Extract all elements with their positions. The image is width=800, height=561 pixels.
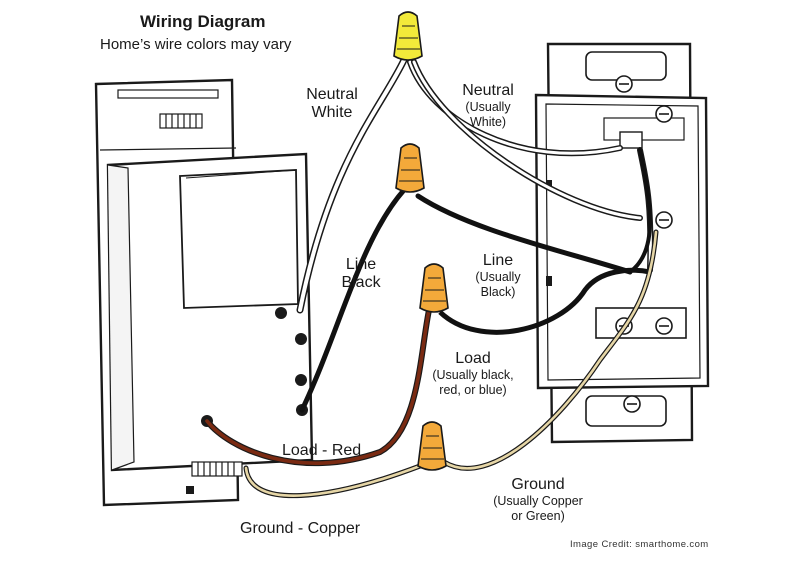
label-line-black: Line Black: [341, 256, 381, 292]
label-neutral-usually-white: Neutral (Usually White): [462, 82, 514, 129]
label-line-usually-black: Line (Usually Black): [475, 252, 521, 299]
smart-switch: [94, 78, 314, 507]
neutral-wire-nut: [393, 11, 423, 61]
load-red-wire: [204, 302, 433, 467]
ground-wire-nut: [417, 421, 447, 471]
label-load-red: Load - Red: [282, 442, 362, 459]
old-switch-box: [534, 42, 710, 444]
ground-wires: [243, 229, 659, 499]
label-load: Load (Usually black, red, or blue): [432, 350, 514, 397]
diagram-title: Wiring Diagram: [140, 12, 266, 31]
image-credit: Image Credit: smarthome.com: [570, 539, 709, 550]
label-ground-copper: Ground - Copper: [240, 520, 361, 537]
load-wire: [438, 267, 651, 335]
load-wire-nut: [419, 263, 449, 313]
diagram-subtitle: Home’s wire colors may vary: [100, 36, 292, 53]
line-wires: [299, 148, 652, 413]
line-wire-nut: [395, 143, 425, 193]
label-ground-usually-copper: Ground (Usually Copper or Green): [493, 476, 583, 523]
label-neutral-white: Neutral White: [306, 86, 358, 122]
